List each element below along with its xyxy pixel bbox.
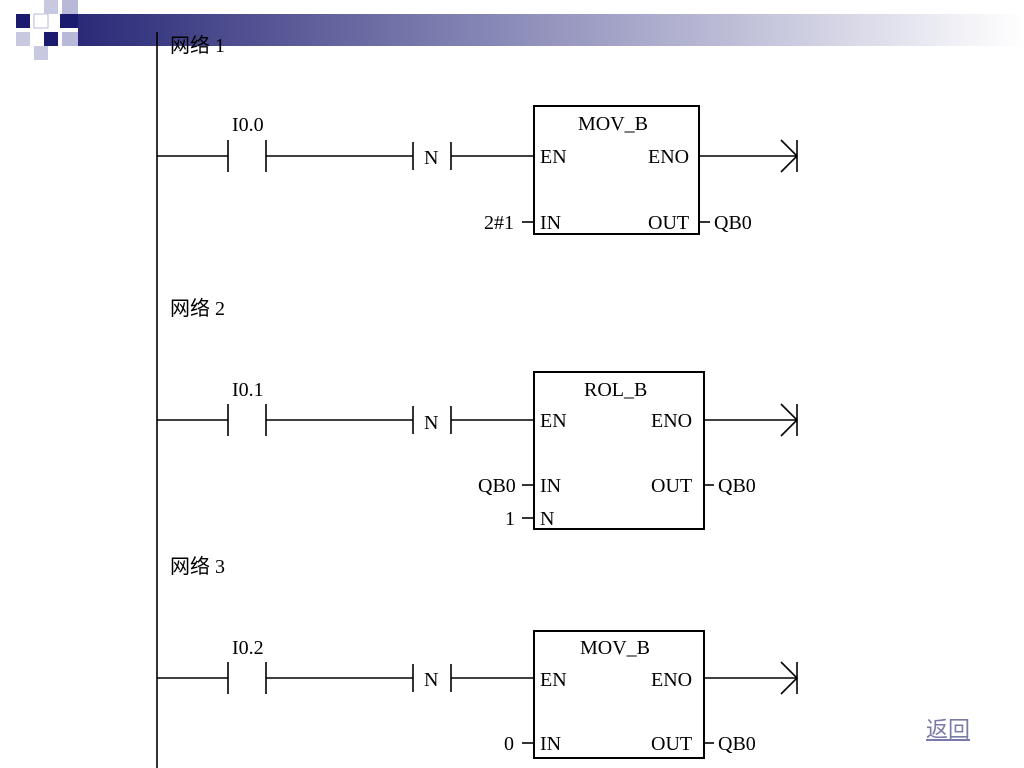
network-title: 网络 3 bbox=[170, 555, 225, 578]
svg-text:MOV_B: MOV_B bbox=[578, 113, 648, 135]
no-contact bbox=[227, 404, 267, 436]
function-box-mov-b: MOV_B EN ENO IN OUT bbox=[533, 630, 705, 759]
negative-edge-contact: N bbox=[412, 406, 452, 434]
input-value: 2#1 bbox=[484, 212, 514, 234]
svg-text:EN: EN bbox=[540, 669, 567, 691]
negative-edge-contact: N bbox=[412, 664, 452, 692]
svg-text:EN: EN bbox=[540, 410, 567, 432]
function-box-mov-b: MOV_B EN ENO IN OUT bbox=[533, 105, 700, 235]
input-value: 1 bbox=[505, 508, 515, 530]
output-arrow bbox=[704, 403, 799, 437]
contact-label: I0.1 bbox=[232, 379, 264, 401]
svg-text:ENO: ENO bbox=[651, 669, 692, 691]
svg-text:N: N bbox=[424, 669, 438, 691]
negative-edge-contact: N bbox=[412, 142, 452, 170]
input-value: QB0 bbox=[478, 475, 516, 497]
network-2: 网络 2 I0.1 N ROL_B EN ENO IN OUT N QB0 1 … bbox=[157, 297, 799, 530]
contact-label: I0.0 bbox=[232, 114, 264, 136]
svg-text:ENO: ENO bbox=[651, 410, 692, 432]
header-decoration bbox=[16, 0, 1024, 60]
svg-text:OUT: OUT bbox=[651, 475, 692, 497]
svg-text:ROL_B: ROL_B bbox=[584, 379, 647, 401]
svg-text:EN: EN bbox=[540, 146, 567, 168]
network-3: 网络 3 I0.2 N MOV_B EN ENO IN OUT 0 QB0 bbox=[157, 555, 799, 759]
input-value: 0 bbox=[504, 733, 514, 755]
output-value: QB0 bbox=[718, 475, 756, 497]
svg-text:OUT: OUT bbox=[651, 733, 692, 755]
return-link[interactable]: 返回 bbox=[926, 718, 971, 743]
output-arrow bbox=[704, 661, 799, 695]
output-arrow bbox=[699, 139, 799, 173]
svg-text:ENO: ENO bbox=[648, 146, 689, 168]
svg-text:N: N bbox=[540, 508, 554, 530]
svg-text:MOV_B: MOV_B bbox=[580, 637, 650, 659]
svg-text:IN: IN bbox=[540, 733, 561, 755]
network-title: 网络 2 bbox=[170, 297, 225, 320]
svg-text:N: N bbox=[424, 147, 438, 169]
svg-text:OUT: OUT bbox=[648, 212, 689, 234]
svg-text:IN: IN bbox=[540, 475, 561, 497]
output-value: QB0 bbox=[718, 733, 756, 755]
network-title: 网络 1 bbox=[170, 34, 225, 57]
no-contact bbox=[227, 140, 267, 172]
svg-text:IN: IN bbox=[540, 212, 561, 234]
output-value: QB0 bbox=[714, 212, 752, 234]
network-1: 网络 1 I0.0 N MOV_B EN ENO IN OUT 2#1 QB0 bbox=[157, 34, 799, 235]
function-box-rol-b: ROL_B EN ENO IN OUT N bbox=[533, 371, 705, 530]
contact-label: I0.2 bbox=[232, 637, 264, 659]
no-contact bbox=[227, 662, 267, 694]
svg-text:N: N bbox=[424, 412, 438, 434]
